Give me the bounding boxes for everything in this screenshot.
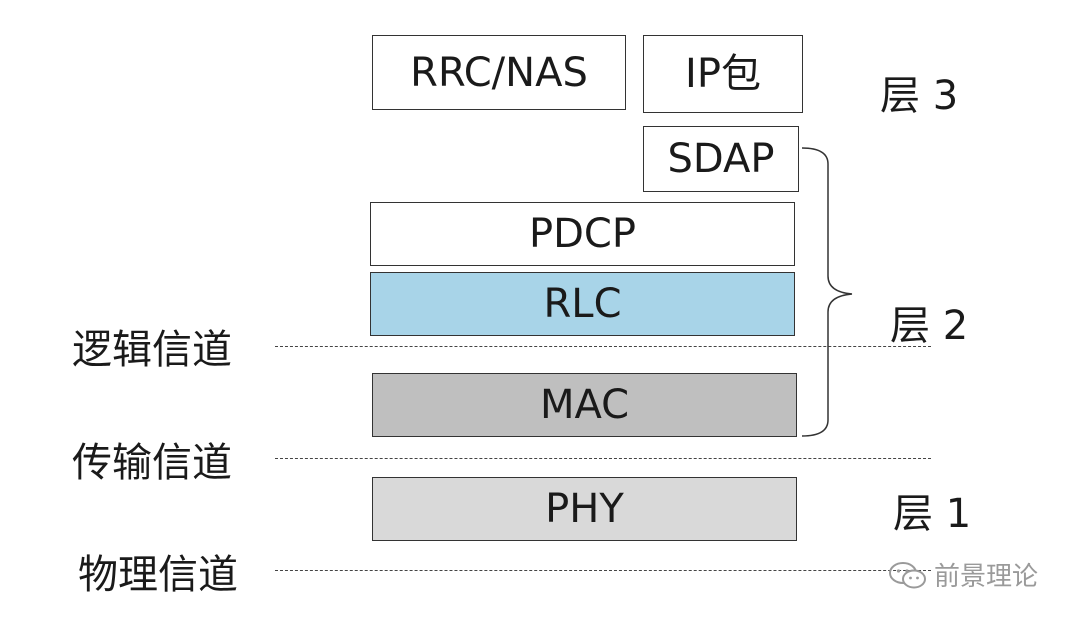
rrc-nas-box: RRC/NAS — [372, 35, 626, 110]
physical-channel-line — [275, 570, 931, 571]
transport-channel-label: 传输信道 — [72, 440, 232, 486]
logical-channel-line — [275, 346, 931, 347]
watermark: 前景理论 — [888, 556, 1038, 593]
watermark-text: 前景理论 — [934, 562, 1039, 592]
layer2-label: 层 2 — [890, 303, 969, 349]
physical-channel-label: 物理信道 — [78, 552, 238, 598]
layer2-brace — [801, 147, 853, 437]
phy-box: PHY — [372, 477, 797, 541]
layer1-label: 层 1 — [893, 491, 972, 537]
mac-box: MAC — [372, 373, 797, 437]
layer3-label: 层 3 — [880, 73, 959, 119]
transport-channel-line — [275, 458, 931, 459]
logical-channel-label: 逻辑信道 — [72, 327, 232, 373]
pdcp-box: PDCP — [370, 202, 795, 266]
ip-packet-box: IP包 — [643, 35, 803, 113]
sdap-box: SDAP — [643, 126, 799, 192]
rlc-box: RLC — [370, 272, 795, 336]
wechat-icon — [889, 561, 926, 588]
